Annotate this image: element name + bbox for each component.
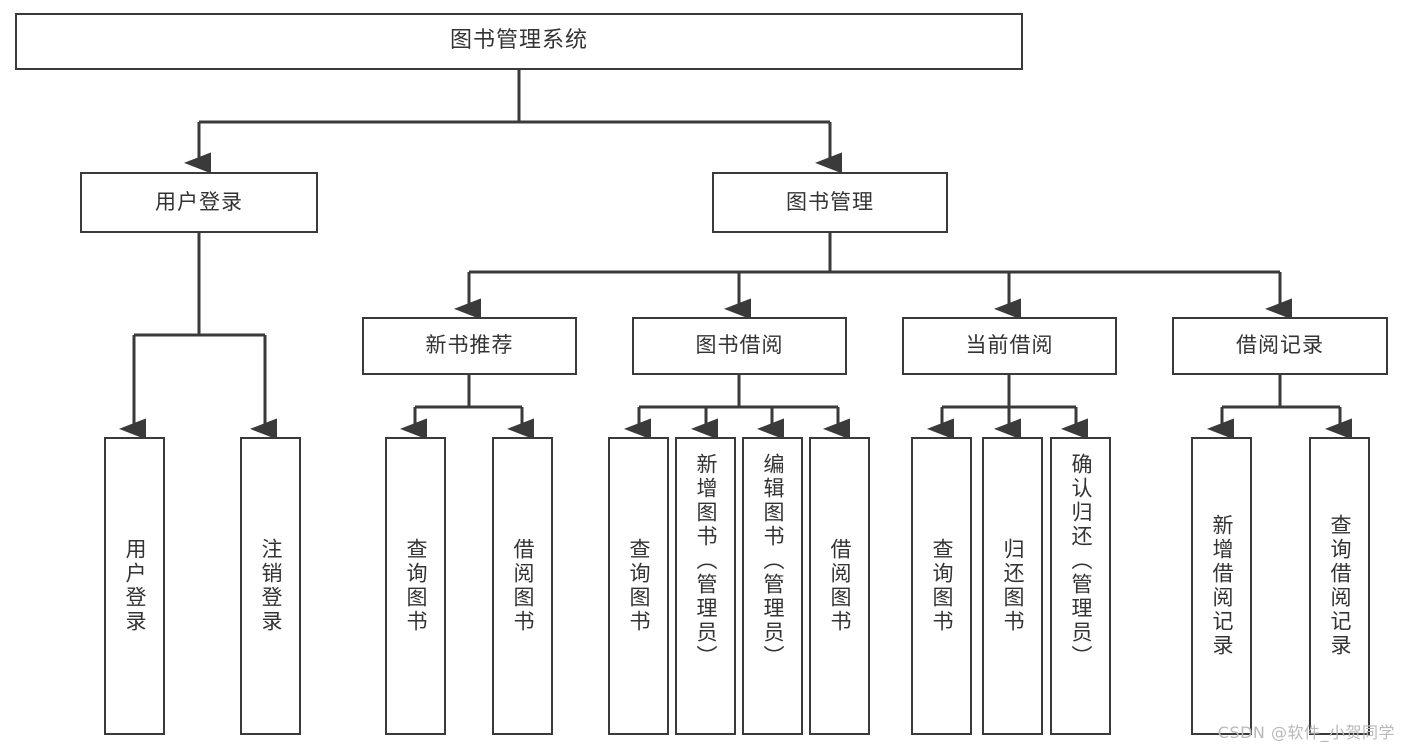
csdn-watermark: CSDN @软件_小贺同学 bbox=[1217, 723, 1395, 742]
leaf-borrow-book-borrow[interactable]: 借阅图书 bbox=[809, 437, 870, 735]
node-user-login[interactable]: 用户登录 bbox=[80, 172, 318, 233]
node-book-manage[interactable]: 图书管理 bbox=[712, 172, 948, 233]
leaf-query-book-borrow[interactable]: 查询图书 bbox=[608, 437, 669, 735]
leaf-query-book-current[interactable]: 查询图书 bbox=[911, 437, 972, 735]
leaf-user-login[interactable]: 用户登录 bbox=[104, 437, 165, 735]
node-current-borrow[interactable]: 当前借阅 bbox=[902, 317, 1117, 375]
leaf-logout-login[interactable]: 注销登录 bbox=[240, 437, 301, 735]
leaf-query-borrow-record[interactable]: 查询借阅记录 bbox=[1309, 437, 1370, 735]
leaf-query-book-new-rec[interactable]: 查询图书 bbox=[385, 437, 446, 735]
node-root[interactable]: 图书管理系统 bbox=[15, 13, 1023, 70]
leaf-add-borrow-record[interactable]: 新增借阅记录 bbox=[1191, 437, 1252, 735]
leaf-borrow-book-new-rec[interactable]: 借阅图书 bbox=[492, 437, 553, 735]
leaf-return-book[interactable]: 归还图书 bbox=[982, 437, 1043, 735]
node-new-book-rec[interactable]: 新书推荐 bbox=[362, 317, 577, 375]
leaf-add-book-admin[interactable]: 新增图书（管理员） bbox=[675, 437, 736, 735]
leaf-confirm-return-admin[interactable]: 确认归还（管理员） bbox=[1050, 437, 1111, 735]
leaf-edit-book-admin[interactable]: 编辑图书（管理员） bbox=[742, 437, 803, 735]
node-borrow-record[interactable]: 借阅记录 bbox=[1172, 317, 1388, 375]
node-book-borrow[interactable]: 图书借阅 bbox=[632, 317, 847, 375]
